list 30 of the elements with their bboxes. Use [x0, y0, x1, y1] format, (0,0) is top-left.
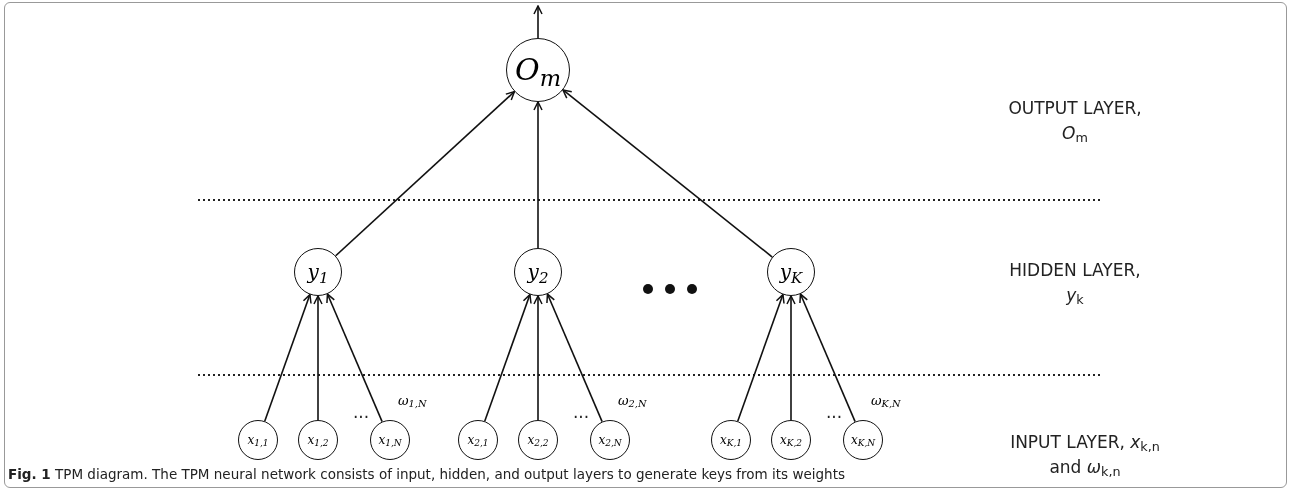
neuron-label: y$_{2}$ — [527, 262, 549, 282]
layer-label: ... — [824, 401, 844, 424]
layer-label: ... — [571, 401, 591, 424]
neuron-label: x$_{K,2}$ — [779, 434, 803, 446]
arrow — [533, 295, 543, 421]
layer-label: ... — [351, 401, 371, 424]
neuron-label: x$_{2,2}$ — [527, 434, 549, 446]
neuron-label: x$_{2,1}$ — [467, 434, 489, 446]
neuron-label: x$_{1,2}$ — [307, 434, 329, 446]
neuron-label: y$_{1}$ — [307, 262, 329, 282]
arrow — [786, 295, 796, 421]
arrow — [533, 5, 543, 39]
neuron-label: x$_{1,1}$ — [247, 434, 269, 446]
arrow — [313, 295, 323, 421]
arrow — [334, 90, 516, 257]
layer-label: INPUT LAYER, x$_{k,n}$ and ω$_{k,n}$ — [1009, 431, 1161, 480]
layer-label: HIDDEN LAYER, y$_{k}$ — [1008, 259, 1142, 308]
neuron-label: y$_{K}$ — [779, 262, 803, 282]
neuron-label: O$_{m}$ — [515, 55, 561, 85]
arrow — [562, 89, 774, 258]
arrow — [533, 101, 543, 249]
neuron-label: x$_{K,N}$ — [850, 434, 876, 446]
figure-caption: Fig. 1 TPM diagram. The TPM neural network consists of input, hidden, and output layers to generate keys from its weights — [8, 465, 845, 484]
neuron-label: x$_{1,N}$ — [378, 434, 402, 446]
edge-label: ω$_{1,N}$ — [398, 394, 427, 407]
neuron-label: x$_{K,1}$ — [719, 434, 743, 446]
edge-label: ω$_{K,N}$ — [871, 394, 901, 407]
neuron-label: x$_{2,N}$ — [598, 434, 622, 446]
layer-label: OUTPUT LAYER, O$_{m}$ — [1007, 97, 1143, 146]
edge-label: ω$_{2,N}$ — [618, 394, 647, 407]
